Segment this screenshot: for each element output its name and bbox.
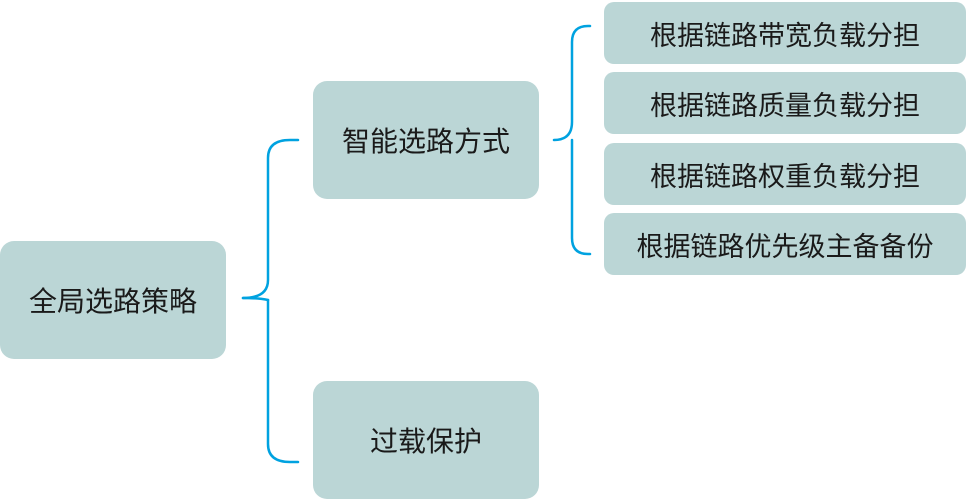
branch-label: 过载保护 (369, 425, 482, 458)
mid-bracket-lower (570, 138, 592, 256)
branch-label: 智能选路方式 (341, 125, 510, 158)
leaf-bandwidth-load-sharing: 根据链路带宽负载分担 (604, 2, 966, 64)
leaf-priority-active-standby: 根据链路优先级主备备份 (604, 213, 966, 275)
leaf-label: 根据链路权重负载分担 (650, 161, 920, 193)
leaf-weight-load-sharing: 根据链路权重负载分担 (604, 143, 966, 205)
leaf-label: 根据链路优先级主备备份 (636, 231, 934, 263)
root-node: 全局选路策略 (0, 241, 226, 359)
leaf-label: 根据链路带宽负载分担 (650, 20, 920, 52)
mid-bracket-upper (552, 24, 592, 142)
root-bracket-tip (241, 296, 270, 302)
leaf-label: 根据链路质量负载分担 (650, 90, 920, 122)
branch-smart-routing: 智能选路方式 (313, 81, 539, 199)
root-bracket (241, 138, 300, 300)
root-bracket-lower (266, 298, 300, 464)
branch-overload-protection: 过载保护 (313, 381, 539, 499)
leaf-quality-load-sharing: 根据链路质量负载分担 (604, 72, 966, 134)
root-label: 全局选路策略 (28, 285, 197, 318)
